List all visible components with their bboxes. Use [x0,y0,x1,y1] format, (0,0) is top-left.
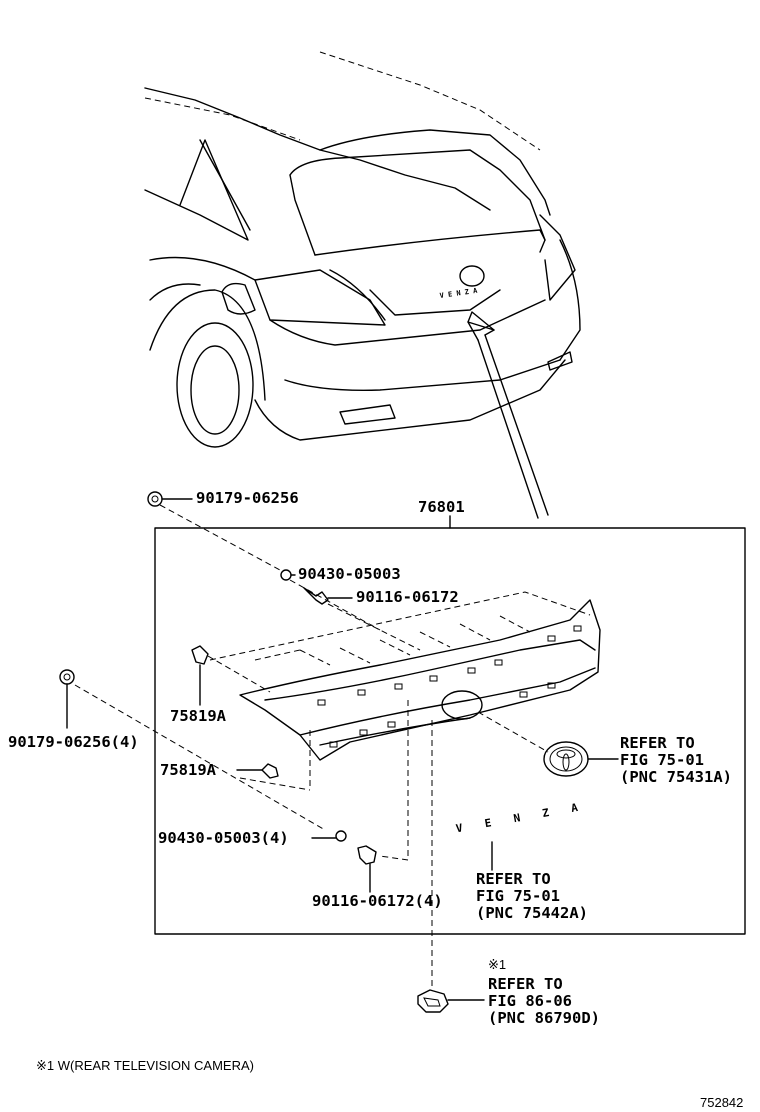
ref-emblem-line2: FIG 75-01 [620,751,704,769]
brand-emblem [477,711,619,777]
garnish-panel [209,591,601,861]
part-label-90430-05003-4: 90430-05003(4) [158,829,289,847]
ref-emblem-line3: (PNC 75431A) [620,768,732,786]
ref-camera-line1: REFER TO [488,975,563,993]
part-label-90179-06256-4: 90179-06256(4) [8,733,139,751]
pointer-arrow [467,311,549,519]
part-label-90116-06172: 90116-06172 [356,588,459,606]
nut-part [280,569,381,631]
figure-number: 752842 [700,1095,744,1110]
ref-name-plate-line1: REFER TO [476,870,551,888]
ref-camera-line3: (PNC 86790D) [488,1009,600,1027]
ref-name-plate-line3: (PNC 75442A) [476,904,588,922]
camera-mark: ※1 [488,957,507,972]
svg-text:V E N Z A: V E N Z A [439,287,478,300]
part-label-90179-06256: 90179-06256 [196,489,299,507]
vehicle-illustration: V E N Z A [144,51,581,448]
clip-part [147,491,281,571]
part-label-90116-06172-4: 90116-06172(4) [312,892,443,910]
ref-emblem-line1: REFER TO [620,734,695,752]
nut-part-lower [311,830,347,842]
part-label-76801: 76801 [418,498,465,516]
screw-part-lower [357,845,377,893]
clip-75819A-lower [236,763,311,791]
ref-name-plate-line2: FIG 75-01 [476,887,560,905]
part-label-75819A-upper: 75819A [170,707,226,725]
clip-75819A-upper [191,645,271,706]
clip-part-left [59,669,326,831]
footnote: ※1 W(REAR TELEVISION CAMERA) [36,1058,254,1073]
ref-camera-line2: FIG 86-06 [488,992,572,1010]
part-label-75819A-lower: 75819A [160,761,216,779]
part-label-90430-05003: 90430-05003 [298,565,401,583]
camera-part [417,720,485,1013]
screw-part [303,587,421,651]
